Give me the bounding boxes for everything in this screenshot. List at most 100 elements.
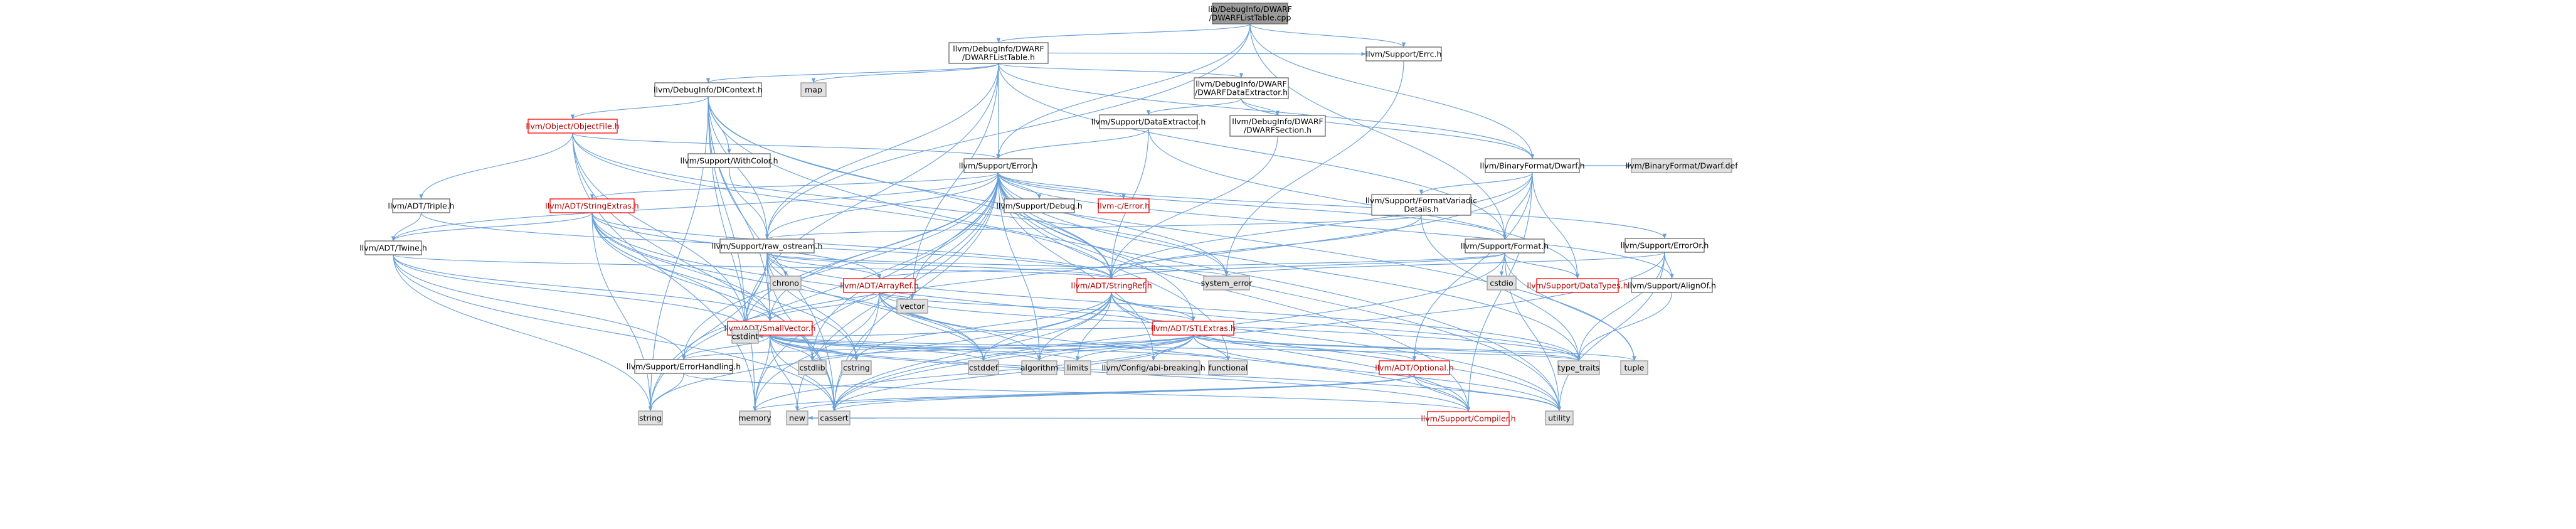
include-edge — [996, 128, 1149, 159]
file-node-label: llvm/ADT/Twine.h — [359, 243, 427, 252]
include-edge — [998, 63, 1243, 78]
include-edge — [570, 96, 709, 120]
file-node-optional[interactable]: llvm/ADT/Optional.h — [1375, 360, 1454, 375]
file-node-dicontext[interactable]: llvm/DebugInfo/DIContext.h — [654, 82, 763, 97]
include-edge — [1192, 334, 1417, 361]
file-node-dwarf[interactable]: llvm/BinaryFormat/Dwarf.h — [1480, 158, 1585, 173]
include-edge — [997, 172, 1229, 277]
include-edge — [810, 172, 999, 361]
file-node-errc[interactable]: llvm/Support/Errc.h — [1365, 46, 1442, 61]
file-node-label: llvm/Support/FormatVariadic — [1365, 196, 1477, 205]
include-edge — [1148, 128, 1580, 279]
file-node-errorhandling[interactable]: llvm/Support/ErrorHandling.h — [627, 359, 741, 374]
file-node-box — [818, 410, 851, 425]
file-node-box — [1557, 360, 1600, 375]
include-edge — [998, 63, 1535, 159]
file-node-box — [798, 360, 827, 375]
file-node-alignof[interactable]: llvm/Support/AlignOf.h — [1628, 278, 1716, 293]
include-edge — [706, 63, 999, 83]
file-node-box — [1021, 360, 1057, 375]
file-node-arrayref[interactable]: llvm/ADT/ArrayRef.h — [840, 278, 919, 293]
file-node-cerror[interactable]: llvm-c/Error.h — [1098, 198, 1150, 213]
include-edge — [391, 212, 593, 242]
file-node-objectfile[interactable]: llvm/Object/ObjectFile.h — [526, 119, 620, 134]
file-node-label: llvm/Support/DataTypes.h — [1527, 281, 1628, 290]
file-node-dataextractor[interactable]: llvm/Support/DataExtractor.h — [1091, 114, 1206, 129]
file-node-twine[interactable]: llvm/ADT/Twine.h — [359, 240, 427, 255]
include-edge — [997, 172, 1507, 240]
include-edge — [1412, 172, 1533, 361]
include-edge — [591, 212, 859, 361]
file-node-label: llvm/DebugInfo/DWARF — [1195, 79, 1286, 88]
include-edge — [1419, 172, 1533, 195]
include-edge — [572, 132, 1229, 277]
file-node-debug[interactable]: llvm/Support/Debug.h — [996, 198, 1083, 213]
file-node-box — [1536, 278, 1619, 293]
file-node-stringextras[interactable]: llvm/ADT/StringExtras.h — [545, 198, 639, 213]
file-node-dwarfdataext[interactable]: llvm/DebugInfo/DWARF/DWARFDataExtractor.… — [1194, 77, 1289, 99]
file-node-box — [654, 82, 762, 97]
file-node-erroror[interactable]: llvm/Support/ErrorOr.h — [1621, 238, 1709, 253]
include-edge — [879, 292, 1471, 412]
file-node-label: cstdio — [1490, 278, 1513, 287]
file-node-rawostream[interactable]: llvm/Support/raw_ostream.h — [712, 238, 823, 254]
file-node-label: llvm-c/Error.h — [1098, 201, 1150, 210]
file-node-box — [770, 275, 802, 291]
file-node-label: llvm/ADT/StringRef.h — [1071, 281, 1152, 290]
include-edge — [753, 292, 880, 412]
file-node-error[interactable]: llvm/Support/Error.h — [959, 158, 1038, 173]
file-node-abibreaking: llvm/Config/abi-breaking.h — [1101, 360, 1206, 375]
file-node-label: llvm/Support/AlignOf.h — [1628, 281, 1716, 290]
file-node-box — [1106, 360, 1201, 375]
include-edge — [879, 292, 986, 361]
include-edge — [765, 23, 1251, 240]
file-node-box — [1427, 411, 1510, 426]
file-node-box — [841, 360, 872, 375]
file-node-cstdint: cstdint — [731, 329, 759, 344]
include-edge — [1414, 374, 1471, 412]
include-edge — [683, 373, 1470, 412]
file-node-label: llvm/Support/Format.h — [1461, 241, 1549, 250]
file-node-datatypes[interactable]: llvm/Support/DataTypes.h — [1527, 278, 1628, 293]
file-node-box — [1625, 238, 1705, 253]
file-node-label: llvm/DebugInfo/DWARF — [953, 44, 1044, 53]
file-node-label: llvm/DebugInfo/DIContext.h — [654, 85, 763, 94]
file-node-cstdio: cstdio — [1487, 275, 1517, 291]
include-edge — [681, 172, 999, 360]
file-node-box — [1545, 410, 1574, 425]
include-edge — [997, 172, 1674, 279]
file-node-withcolor[interactable]: llvm/Support/WithColor.h — [680, 153, 778, 168]
file-node-label: /DWARFListTable.h — [962, 53, 1035, 62]
include-edge — [393, 254, 1113, 279]
include-edge — [572, 132, 837, 412]
file-node-box — [1203, 275, 1250, 291]
include-edge — [981, 334, 1194, 361]
file-node-label: string — [639, 413, 662, 422]
file-node-label: functional — [1209, 363, 1248, 372]
file-node-string: string — [638, 410, 663, 425]
include-edge — [765, 63, 999, 240]
file-node-stringref[interactable]: llvm/ADT/StringRef.h — [1071, 278, 1152, 293]
file-node-box — [1379, 360, 1450, 375]
file-node-box — [638, 410, 663, 425]
file-node-stlextras[interactable]: llvm/ADT/STLExtras.h — [1151, 321, 1236, 336]
file-node-dwarflisttable[interactable]: llvm/DebugInfo/DWARF/DWARFListTable.h — [948, 42, 1049, 64]
file-node-label: algorithm — [1020, 363, 1058, 372]
include-edge — [743, 63, 999, 330]
file-node-format[interactable]: llvm/Support/Format.h — [1461, 238, 1549, 254]
file-node-label: llvm/ADT/STLExtras.h — [1151, 323, 1236, 333]
include-edge — [572, 132, 1000, 159]
file-node-cstring: cstring — [841, 360, 872, 375]
file-node-dwarfsection[interactable]: llvm/DebugInfo/DWARF/DWARFSection.h — [1229, 115, 1326, 137]
file-node-triple[interactable]: llvm/ADT/Triple.h — [388, 198, 455, 213]
include-edge — [1224, 252, 1665, 277]
file-node-map: map — [800, 82, 827, 97]
file-node-label: utility — [1548, 413, 1571, 422]
include-edge — [590, 172, 999, 200]
file-node-label: llvm/ADT/StringExtras.h — [545, 201, 639, 210]
include-edge — [648, 292, 1112, 412]
file-node-box — [1152, 321, 1234, 336]
file-node-label: llvm/Support/ErrorHandling.h — [627, 361, 741, 371]
file-node-compiler[interactable]: llvm/Support/Compiler.h — [1421, 411, 1516, 426]
